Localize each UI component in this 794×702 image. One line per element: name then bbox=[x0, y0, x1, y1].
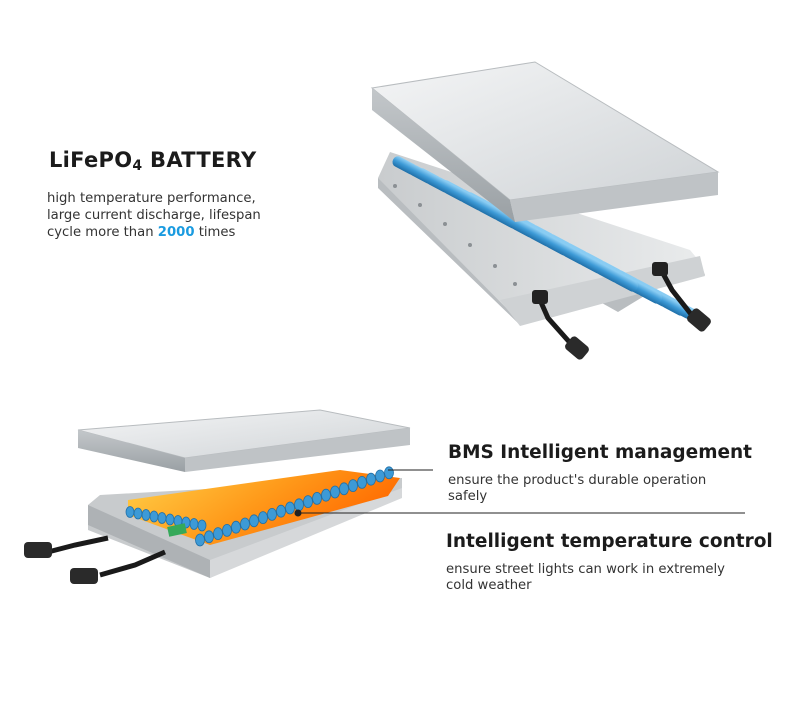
callout-lines bbox=[294, 469, 745, 517]
battery-cell bbox=[195, 533, 205, 547]
feature-temperature-title: Intelligent temperature control bbox=[446, 531, 773, 552]
battery-cell bbox=[240, 517, 250, 531]
battery-cell bbox=[321, 488, 331, 502]
feature-temperature-desc: ensure street lights can work in extreme… bbox=[446, 562, 725, 593]
product-description: high temperature performance, large curr… bbox=[47, 190, 307, 241]
battery-cell bbox=[613, 273, 639, 292]
battery-cell bbox=[125, 506, 135, 518]
battery-cell bbox=[249, 514, 259, 528]
battery-cell bbox=[366, 472, 376, 486]
battery-cell bbox=[231, 520, 241, 534]
battery-cell bbox=[133, 507, 143, 520]
title-prefix: LiFePO bbox=[49, 148, 133, 172]
battery-cell bbox=[294, 498, 304, 512]
battery-cell bbox=[141, 509, 151, 521]
title-subscript: 4 bbox=[132, 158, 143, 174]
battery-cell bbox=[312, 491, 322, 505]
battery-cell bbox=[222, 524, 232, 537]
battery-cell bbox=[213, 527, 223, 540]
desc-line-3: cycle more than 2000 times bbox=[47, 225, 236, 240]
battery-cell bbox=[661, 297, 687, 316]
desc-line-2: large current discharge, lifespan bbox=[47, 208, 261, 223]
battery-cell bbox=[637, 285, 663, 304]
battery-cell bbox=[339, 482, 349, 496]
top-cell-rows bbox=[392, 156, 711, 328]
feature-bms-title: BMS Intelligent management bbox=[448, 442, 753, 463]
battery-cell bbox=[375, 469, 385, 483]
battery-cell bbox=[357, 475, 367, 489]
battery-cell bbox=[157, 512, 167, 524]
battery-cell bbox=[303, 495, 313, 509]
desc-line-1: high temperature performance, bbox=[47, 191, 256, 206]
cycle-count-highlight: 2000 bbox=[157, 225, 195, 240]
feature-bms-desc: ensure the product's durable operation s… bbox=[448, 473, 707, 504]
bottom-battery-image bbox=[24, 409, 411, 584]
battery-cell bbox=[384, 466, 394, 480]
battery-cell bbox=[165, 513, 175, 526]
battery-cell bbox=[267, 508, 277, 521]
bottom-cell-rows bbox=[125, 466, 394, 547]
battery-cell bbox=[258, 511, 268, 524]
battery-cell bbox=[204, 530, 214, 544]
battery-cell bbox=[348, 479, 358, 493]
title-suffix: BATTERY bbox=[142, 148, 257, 172]
battery-cell bbox=[197, 519, 207, 532]
battery-cell bbox=[189, 518, 199, 530]
battery-cell bbox=[285, 501, 295, 515]
battery-cell bbox=[149, 510, 159, 523]
battery-cell bbox=[330, 485, 340, 499]
battery-cell bbox=[276, 504, 286, 518]
top-battery-image bbox=[370, 61, 720, 360]
product-title: LiFePO4 BATTERY bbox=[49, 148, 256, 174]
